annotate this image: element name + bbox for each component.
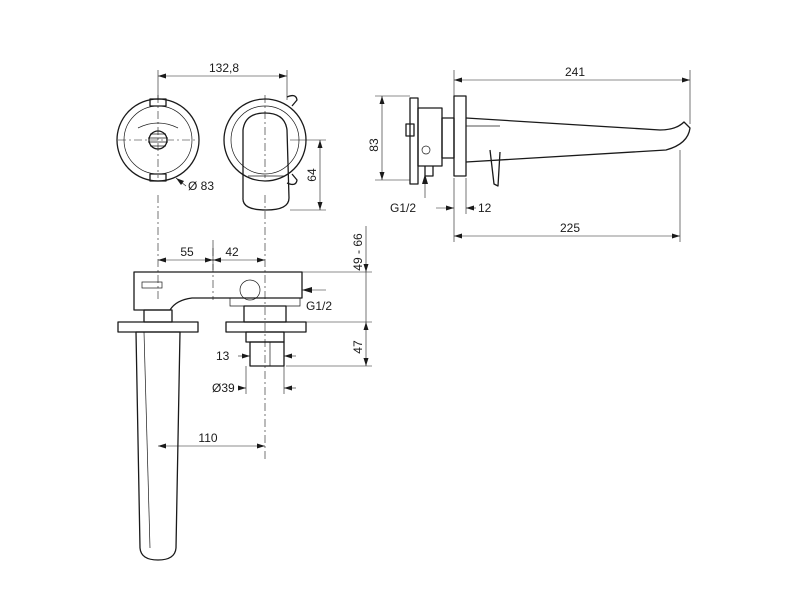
dim-handle-height: 64 — [305, 168, 319, 182]
dim-spout-projection: 225 — [560, 221, 580, 235]
side-view: 241 83 G1/2 12 225 — [367, 65, 691, 242]
front-view: 132,8 Ø 83 64 — [116, 61, 326, 211]
plan-view: 55 42 49 - 66 G1/2 47 13 Ø39 — [117, 195, 372, 561]
wall-plate — [453, 95, 467, 177]
spout-plan — [135, 331, 181, 561]
valve-body — [133, 271, 303, 311]
dim-body-depth: 49 - 66 — [351, 233, 365, 271]
dim-spout-distance: 110 — [198, 431, 217, 445]
lever-handle — [242, 112, 290, 211]
dim-rosette-side: 83 — [367, 138, 381, 152]
dim-depth-lower: 47 — [351, 340, 365, 354]
outlet-nipple — [249, 341, 285, 367]
dim-outlet-diameter: Ø39 — [212, 381, 235, 395]
dim-rosette-diameter: Ø 83 — [188, 179, 214, 193]
dim-nipple: 13 — [216, 349, 230, 363]
dim-offset-left: 55 — [180, 245, 194, 259]
spout-side — [465, 117, 691, 163]
dim-plate-thickness: 12 — [478, 201, 492, 215]
dim-top-spacing: 132,8 — [209, 61, 239, 75]
label-inlet-top: G1/2 — [306, 299, 332, 313]
dim-overall-length: 241 — [565, 65, 585, 79]
label-inlet-side: G1/2 — [390, 201, 416, 215]
dim-offset-right: 42 — [225, 245, 239, 259]
